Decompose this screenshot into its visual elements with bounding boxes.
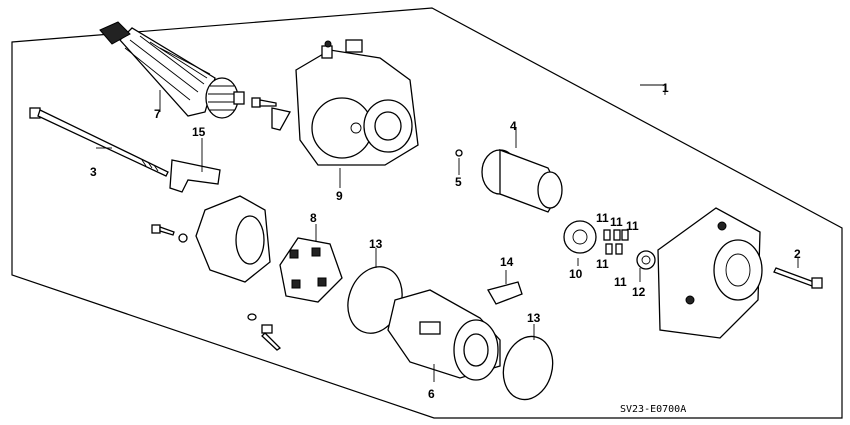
callout-13: 13 (527, 311, 541, 325)
shift-lever-part[interactable] (487, 281, 523, 305)
callout-11: 11 (596, 211, 609, 225)
yoke-part[interactable] (387, 289, 501, 381)
wire-clip-part[interactable] (271, 107, 291, 131)
callout-15: 15 (192, 125, 206, 139)
cover-screw-part[interactable] (151, 224, 188, 243)
drive-end-housing-part[interactable] (657, 207, 763, 339)
solenoid-housing-part[interactable] (295, 39, 419, 166)
screw-part[interactable] (251, 97, 277, 108)
roller-part[interactable] (603, 229, 629, 255)
armature-part[interactable] (99, 21, 245, 119)
callout-11: 11 (610, 215, 623, 229)
diagram-code: SV23-E0700A (620, 404, 686, 415)
callout-9: 9 (336, 189, 343, 203)
leader-lines (96, 84, 799, 382)
callout-13: 13 (369, 237, 383, 251)
assembly-boundary (11, 7, 843, 419)
o-ring-part[interactable] (497, 331, 560, 405)
callout-10: 10 (569, 267, 583, 281)
callout-1: 1 (662, 81, 669, 95)
callout-5: 5 (455, 175, 462, 189)
collar-part[interactable] (636, 250, 656, 270)
bracket-part[interactable] (169, 159, 221, 193)
callout-7: 7 (154, 107, 161, 121)
callout-11: 11 (626, 219, 639, 233)
overrunning-clutch-part[interactable] (481, 149, 563, 213)
callout-14: 14 (500, 255, 514, 269)
callout-11: 11 (596, 257, 609, 271)
callout-3: 3 (90, 165, 97, 179)
brush-holder-part[interactable] (279, 237, 343, 303)
callout-12: 12 (632, 285, 646, 299)
lower-screw-part[interactable] (247, 313, 282, 351)
through-bolt-part[interactable] (29, 107, 169, 177)
callout-8: 8 (310, 211, 317, 225)
planetary-gear-part[interactable] (563, 220, 597, 254)
steel-ball-part[interactable] (455, 149, 463, 157)
callout-6: 6 (428, 387, 435, 401)
mounting-bolt-part[interactable] (773, 267, 823, 289)
callout-11: 11 (614, 275, 627, 289)
callout-4: 4 (510, 119, 517, 133)
end-cover-part[interactable] (195, 195, 271, 283)
callout-2: 2 (794, 247, 801, 261)
